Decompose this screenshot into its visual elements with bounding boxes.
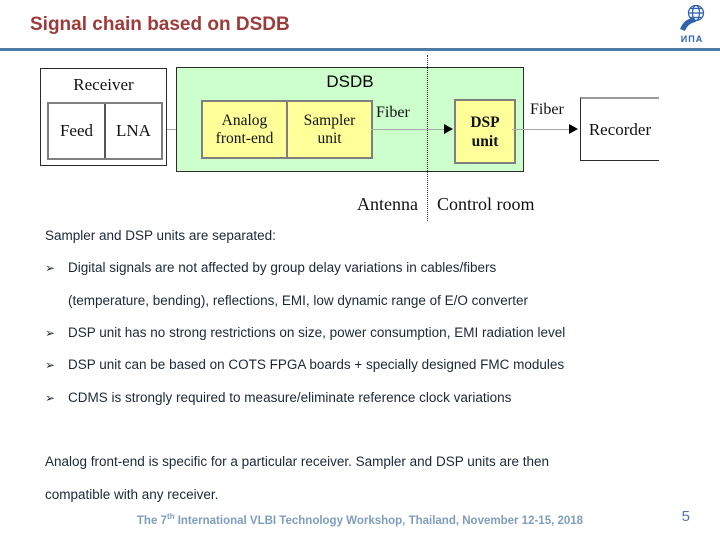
feed-lna-group: Feed LNA — [47, 102, 163, 160]
bullet-item: ➢ DSP unit can be based on COTS FPGA boar… — [45, 357, 564, 372]
antenna-controlroom-divider — [427, 55, 428, 221]
analog-front-end-box: Analog front-end — [203, 102, 288, 157]
dsdb-box-title: DSDB — [326, 72, 374, 91]
footer-caption-ordinal: th — [166, 512, 175, 521]
closing-line-1: Analog front-end is specific for a parti… — [45, 454, 550, 469]
receiver-box: Receiver Feed LNA — [40, 68, 167, 166]
bullet-item: ➢ Digital signals are not affected by gro… — [45, 260, 496, 275]
lna-box: LNA — [116, 121, 151, 140]
control-room-label: Control room — [437, 194, 535, 214]
receiver-box-title: Receiver — [73, 75, 134, 94]
bullet-text: CDMS is strongly required to measure/eli… — [68, 390, 512, 405]
footer-caption: The 7th International VLBI Technology Wo… — [0, 512, 720, 527]
footer-caption-prefix: The 7 — [136, 514, 167, 527]
institute-logo: ИПА — [672, 3, 712, 47]
arrowhead-sampler-to-dsp — [444, 124, 453, 134]
bullet-text: DSP unit can be based on COTS FPGA board… — [68, 357, 565, 372]
arrow-bullet-icon: ➢ — [45, 358, 56, 372]
antenna-label: Antenna — [357, 194, 418, 214]
arrow-bullet-icon: ➢ — [45, 391, 56, 405]
page-number: 5 — [681, 508, 690, 525]
afe-sampler-group: Analog front-end Sampler unit — [201, 100, 373, 159]
dsp-unit-box: DSP unit — [454, 99, 516, 164]
analog-front-end-line2: front-end — [215, 129, 274, 147]
closing-line-2: compatible with any receiver. — [45, 487, 219, 502]
dsdb-box: DSDB Analog front-end Sampler unit Fiber… — [176, 67, 524, 172]
globe-dish-icon — [680, 4, 705, 31]
sampler-unit-box: Sampler unit — [288, 102, 371, 157]
institute-logo-text: ИПА — [680, 34, 704, 44]
bullet-text: Digital signals are not affected by grou… — [68, 260, 497, 275]
sampler-unit-line2: unit — [317, 129, 342, 147]
arrowhead-dsp-to-recorder — [569, 124, 578, 134]
recorder-box: Recorder — [580, 97, 659, 161]
fiber-label-inside-dsdb: Fiber — [376, 104, 410, 121]
bullet-item: ➢ CDMS is strongly required to measure/el… — [45, 390, 511, 405]
feed-box: Feed — [49, 104, 106, 158]
intro-line: Sampler and DSP units are separated: — [45, 228, 276, 243]
signal-chain-diagram: Receiver Feed LNA DSDB Analog front-end … — [0, 0, 720, 225]
connector-sampler-to-dsp — [371, 129, 445, 130]
arrow-bullet-icon: ➢ — [45, 326, 56, 340]
slide-title: Signal chain based on DSDB — [30, 14, 290, 35]
sampler-unit-line1: Sampler — [303, 111, 356, 129]
footer-caption-suffix: International VLBI Technology Workshop, … — [174, 514, 584, 527]
fiber-label-outside-dsdb: Fiber — [530, 101, 564, 118]
bullet-continuation-text: (temperature, bending), reflections, EMI… — [68, 293, 528, 308]
bullet-item: ➢ DSP unit has no strong restrictions on … — [45, 325, 565, 340]
dsp-unit-line2: unit — [471, 132, 499, 150]
analog-front-end-line1: Analog — [221, 111, 268, 129]
connector-dsp-to-recorder — [512, 129, 570, 130]
header-divider-rule — [0, 48, 720, 51]
dsp-unit-line1: DSP — [470, 113, 500, 131]
arrow-bullet-icon: ➢ — [45, 261, 56, 275]
bullet-text: DSP unit has no strong restrictions on s… — [68, 325, 566, 340]
